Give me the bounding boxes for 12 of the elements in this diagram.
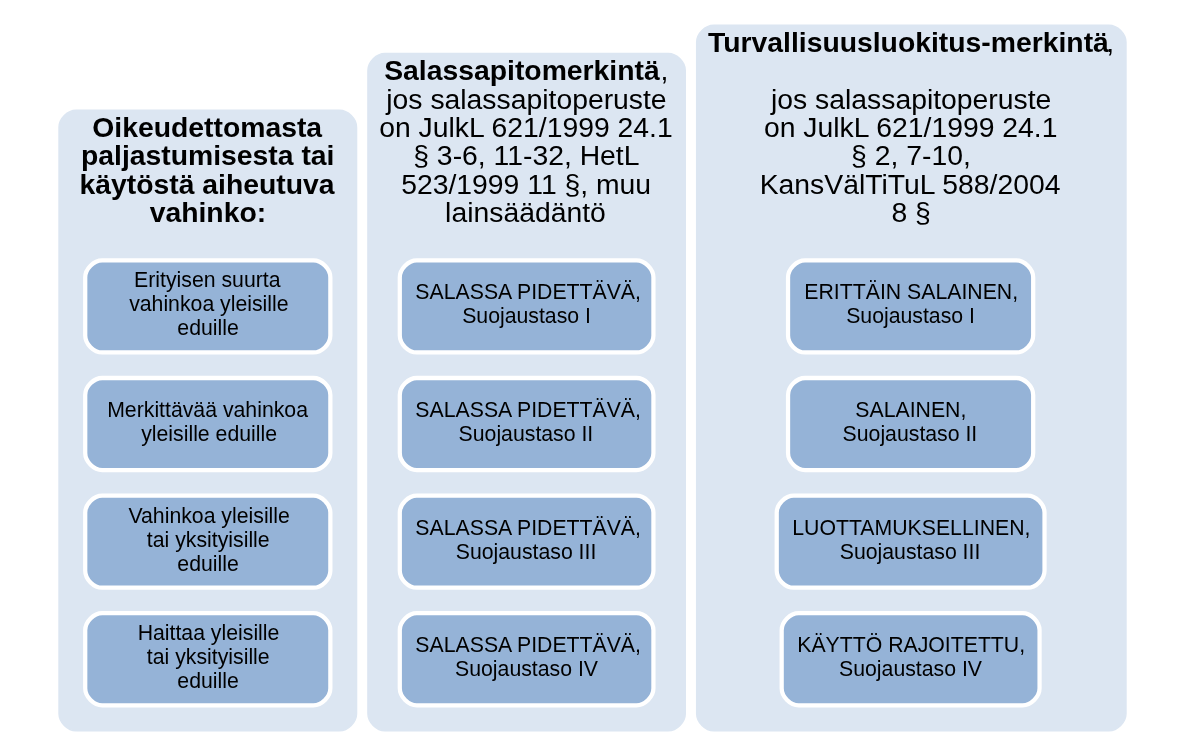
node-box: SALASSA PIDETTÄVÄ, Suojaustaso III: [397, 493, 656, 590]
node-box: Vahinkoa yleisille tai yksityisille eduille: [82, 493, 332, 590]
node-box: SALASSA PIDETTÄVÄ, Suojaustaso II: [397, 375, 656, 473]
node-box: Merkittävää vahinkoa yleisille eduille: [82, 375, 332, 473]
node-box: SALASSA PIDETTÄVÄ, Suojaustaso IV: [397, 611, 656, 708]
node-box: LUOTTAMUKSELLINEN, Suojaustaso III: [774, 493, 1047, 590]
node-box: Erityisen suurta vahinkoa yleisille eduille: [82, 258, 332, 355]
node-box: KÄYTTÖ RAJOITETTU, Suojaustaso IV: [779, 611, 1042, 708]
node-box: SALAINEN, Suojaustaso II: [785, 375, 1035, 473]
node-box: SALASSA PIDETTÄVÄ, Suojaustaso I: [397, 258, 656, 355]
node-box: ERITTÄIN SALAINEN, Suojaustaso I: [785, 258, 1035, 355]
node-box: Haittaa yleisille tai yksityisille eduille: [82, 611, 332, 708]
